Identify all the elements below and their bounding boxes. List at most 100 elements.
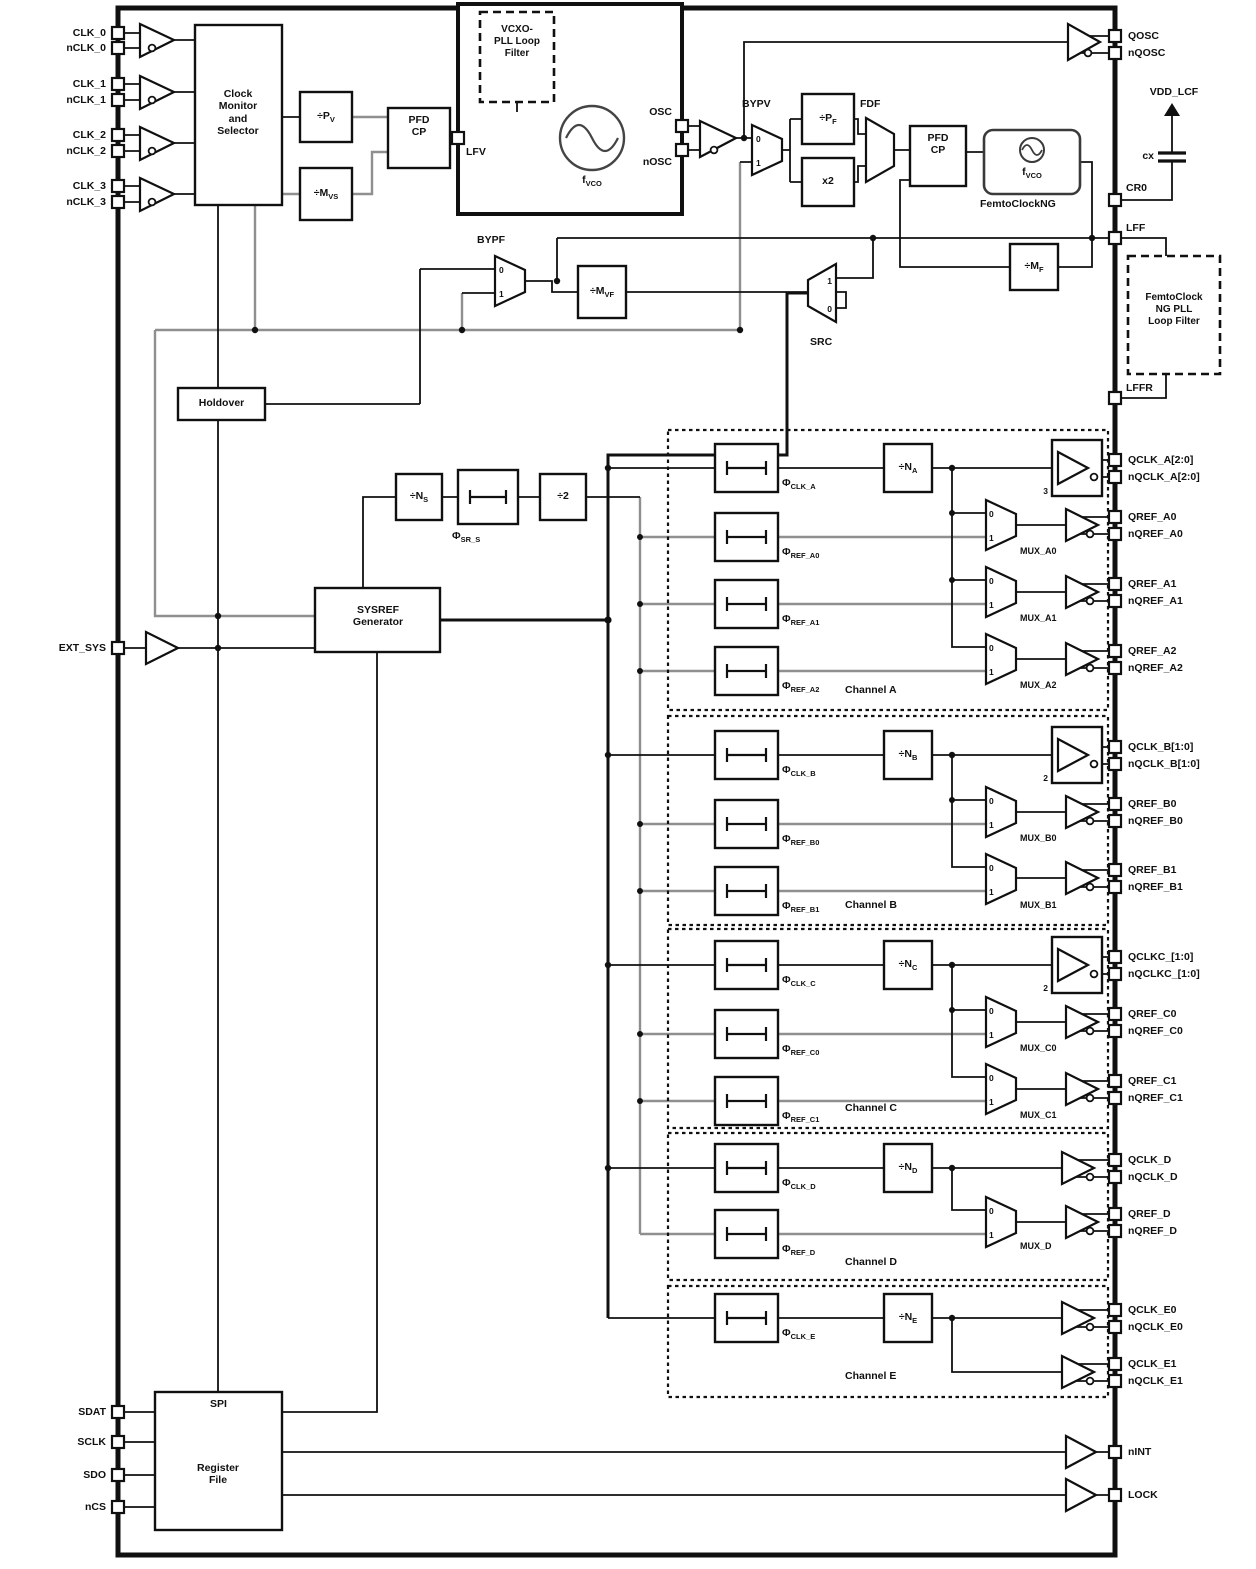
pin-label: SDAT — [78, 1406, 106, 1418]
pin-label: nCS — [85, 1501, 106, 1513]
delay-label: ΦREF_C1 — [782, 1110, 819, 1125]
bypf-label: BYPF — [477, 234, 506, 246]
divider-ns-label: ÷NS — [396, 490, 442, 505]
pin-label: QREF_B1 — [1128, 864, 1177, 876]
lock-pin — [1107, 1487, 1123, 1503]
divider-2-block — [538, 472, 588, 522]
pin-label: nQCLKC_[1:0] — [1128, 968, 1200, 980]
fdf-label: FDF — [860, 98, 881, 110]
src-label: SRC — [810, 336, 833, 348]
divider-mf-block — [1008, 242, 1060, 292]
nosc-label: nOSC — [642, 156, 672, 168]
phi-base: Φ — [782, 1110, 791, 1122]
ng-loop-filter-box — [1126, 254, 1222, 376]
delay-label: ΦCLK_B — [782, 764, 816, 779]
delay-label: ΦREF_B1 — [782, 900, 819, 915]
register-file-label: Register File — [196, 1462, 239, 1487]
pin-label: nCLK_0 — [66, 42, 106, 54]
buffer-count-label: 2 — [1043, 773, 1048, 783]
pin-label: EXT_SYS — [58, 642, 106, 654]
clk1-pin — [110, 76, 126, 92]
cr0-pin — [1107, 192, 1123, 208]
phi-base: Φ — [452, 530, 461, 542]
phi-base: Φ — [782, 1177, 791, 1189]
divider-pv-block — [298, 90, 354, 144]
pin-label: nCLK_2 — [66, 145, 106, 157]
pin-label: nQREF_A1 — [1128, 595, 1183, 607]
delay-sub: REF_B0 — [790, 838, 820, 848]
lff-pin — [1107, 230, 1123, 246]
divider-sub: D — [911, 1166, 918, 1176]
phi-base: Φ — [782, 477, 791, 489]
divider-base: ÷N — [898, 1311, 913, 1323]
channel-e-box — [666, 1284, 1110, 1399]
capacitor-icon — [1158, 151, 1186, 163]
delay-sub: REF_A1 — [790, 618, 820, 628]
divider-base: ÷M — [589, 285, 605, 297]
pin-label: nQREF_C1 — [1128, 1092, 1183, 1104]
divider-ne-label: ÷NE — [884, 1311, 932, 1326]
mux-select-labels: 0 1 0 1 1 0 0 1 0 1 0 1 0 1 0 1 0 1 0 1 … — [499, 134, 1048, 1240]
qosc-pin — [1107, 28, 1123, 44]
mux-name-label: MUX_A1 — [1020, 613, 1057, 623]
spi-register-file-block — [153, 1390, 284, 1532]
ncs-pin — [110, 1499, 126, 1515]
osc-label: OSC — [649, 106, 672, 118]
pin-label: QREF_C1 — [1128, 1075, 1177, 1087]
divider-base: ÷N — [898, 958, 912, 970]
fvco-base: f — [582, 174, 586, 186]
lfv-pin — [450, 130, 466, 146]
pin-label: nQREF_A0 — [1128, 528, 1183, 540]
phi-base: Φ — [782, 1243, 791, 1255]
divider-mvf-label: ÷MVF — [578, 285, 626, 300]
lfv-label: LFV — [466, 146, 486, 158]
ng-vco-icon — [1019, 137, 1045, 163]
delay-label: ΦREF_A1 — [782, 613, 819, 628]
clk3-pin — [110, 178, 126, 194]
pin-label: QREF_B0 — [1128, 798, 1177, 810]
clock-monitor-label: Clock Monitor and Selector — [217, 88, 259, 138]
delay-label: ΦREF_C0 — [782, 1043, 819, 1058]
pin-label: QCLK_E1 — [1128, 1358, 1177, 1370]
delay-label: ΦREF_D — [782, 1243, 815, 1258]
channel-a-title: Channel A — [845, 684, 897, 696]
pin-label: CLK_2 — [72, 129, 106, 141]
channel-c-title: Channel C — [845, 1102, 897, 1114]
phi-base: Φ — [782, 1327, 791, 1339]
delay-label: ΦCLK_A — [782, 477, 816, 492]
mux-sel-label: 1 — [989, 1030, 994, 1040]
delay-sub: REF_C1 — [790, 1115, 820, 1125]
divider-pf-label: ÷PF — [802, 112, 854, 127]
mux-c0 — [984, 995, 1018, 1049]
buffers — [138, 22, 1103, 1513]
nclk2-pin — [110, 143, 126, 159]
delay-sub: REF_A2 — [790, 685, 820, 695]
divider-sub: VF — [604, 290, 615, 300]
pin-label: CLK_1 — [72, 78, 106, 90]
divider-nc-label: ÷NC — [884, 958, 932, 973]
phi-base: Φ — [782, 900, 791, 912]
osc-input-buffer — [698, 119, 739, 159]
divider-nb-label: ÷NB — [884, 748, 932, 763]
mux-name-label: MUX_B1 — [1020, 900, 1057, 910]
vcxo-region — [456, 2, 684, 216]
pins — [110, 25, 1123, 1515]
pin-label: CR0 — [1126, 182, 1148, 194]
divider-nd-block — [882, 1142, 934, 1194]
mux-sel-label: 0 — [989, 1206, 994, 1216]
pin-label: nQCLK_E1 — [1128, 1375, 1183, 1387]
pin-label: QREF_D — [1128, 1208, 1171, 1220]
mux-sel-label: 1 — [989, 1230, 994, 1240]
pin-label: nCLK_1 — [66, 94, 106, 106]
nclk3-pin — [110, 194, 126, 210]
clk0-pin — [110, 25, 126, 41]
divider-base: ÷M — [1024, 260, 1039, 272]
pin-label: QCLK_B[1:0] — [1128, 741, 1194, 753]
buffer-count-label: 3 — [1043, 486, 1048, 496]
pin-label: QCLK_A[2:0] — [1128, 454, 1194, 466]
ext-sys-pin — [110, 640, 126, 656]
pin-label: LOCK — [1128, 1489, 1158, 1501]
divider-base: ÷N — [898, 461, 912, 473]
divider-sub: B — [911, 753, 918, 763]
